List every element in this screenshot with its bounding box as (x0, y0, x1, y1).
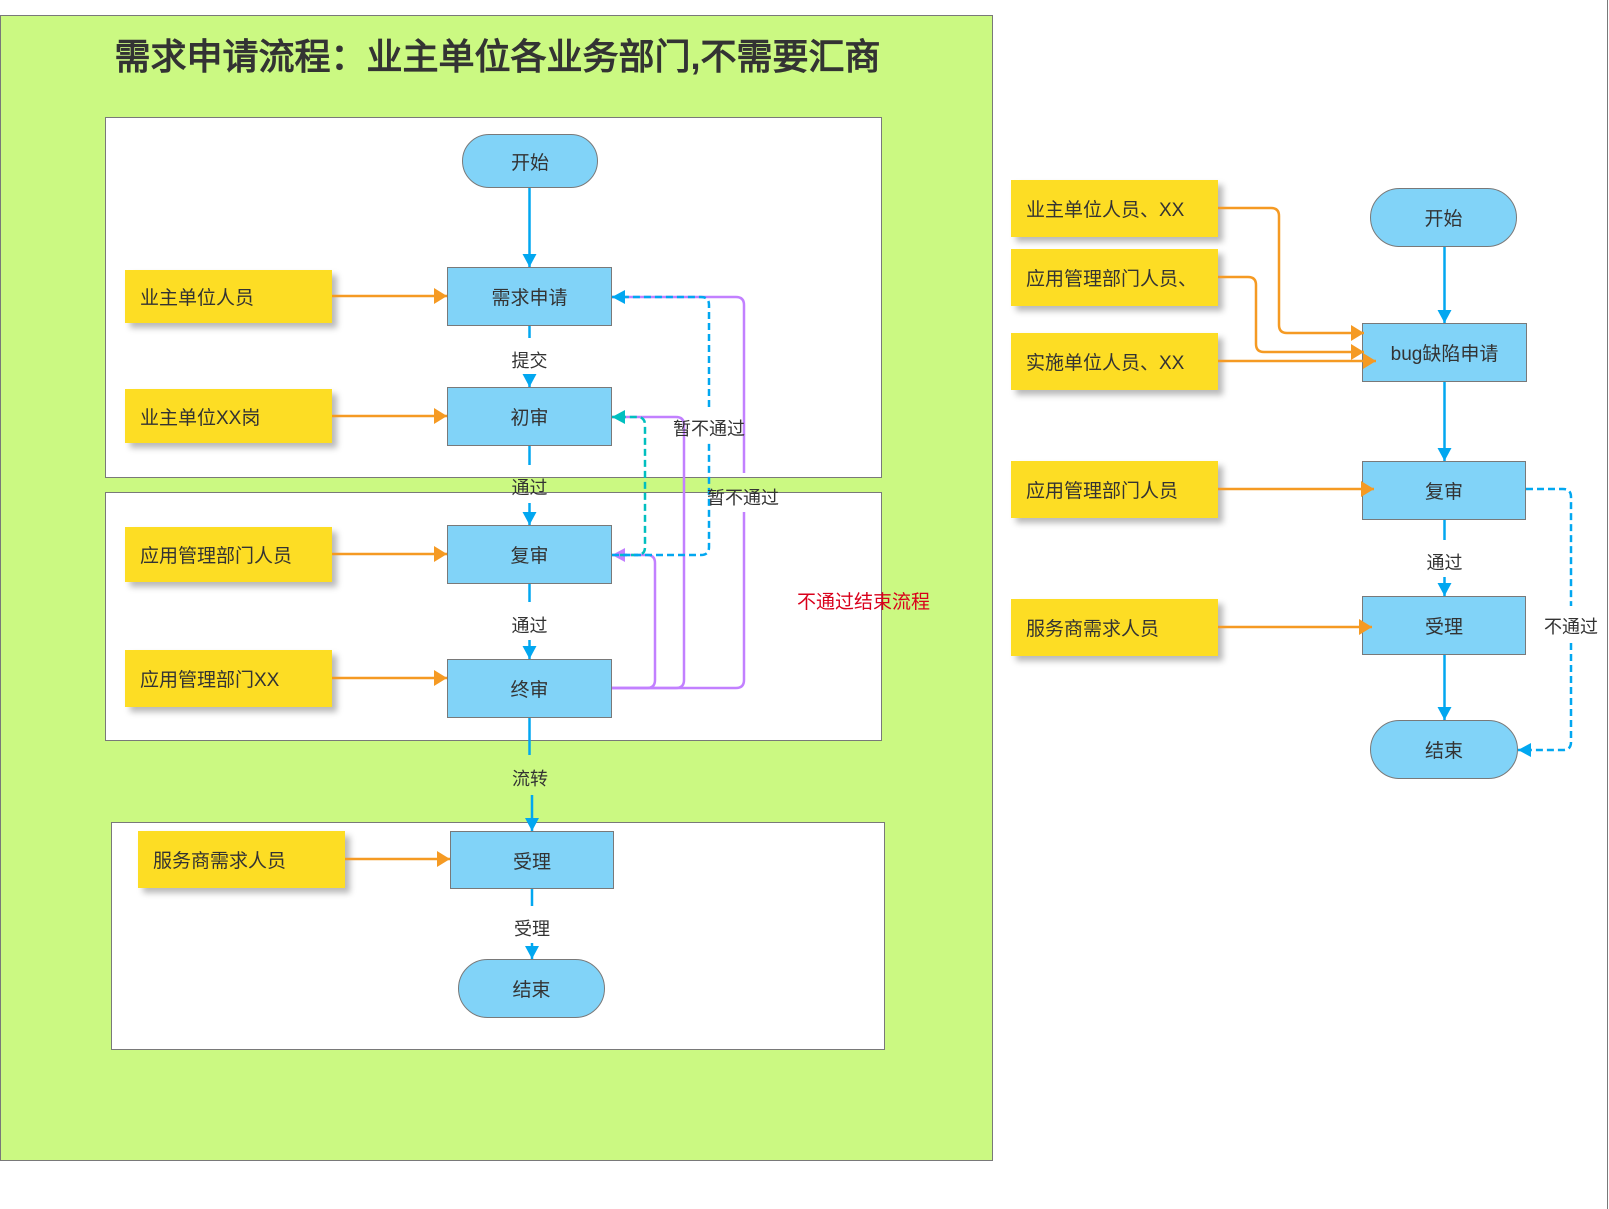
left-role-owner-staff: 业主单位人员 (125, 270, 332, 323)
left-start-node: 开始 (462, 134, 598, 188)
right-role-arrow-app-staff-multi (1218, 275, 1364, 360)
right-role-arrow-owner-staff (1218, 206, 1364, 341)
right-label-pass: 通过 (1426, 553, 1463, 573)
page-title: 需求申请流程：业主单位各业务部门,不需要汇商 (114, 36, 881, 77)
left-end-node: 结束 (458, 959, 605, 1018)
left-accept-node: 受理 (450, 831, 614, 889)
left-role-app-staff: 应用管理部门人员 (125, 527, 332, 582)
right-label-reject: 不通过 (1544, 617, 1598, 637)
right-accept-node: 受理 (1362, 596, 1526, 655)
left-label-accept: 受理 (514, 919, 550, 939)
right-edge-review-reject-a (1526, 487, 1573, 606)
right-role-owner-staff: 业主单位人员、XX (1011, 180, 1218, 237)
right-role-provider-staff: 服务商需求人员 (1011, 599, 1218, 656)
right-role-app-staff-multi: 应用管理部门人员、 (1011, 249, 1218, 306)
reject-end-note: 不通过结束流程 (797, 592, 931, 613)
right-role-implementer-staff: 实施单位人员、XX (1011, 333, 1218, 390)
left-label-hold-back-2: 暂不通过 (707, 488, 779, 508)
right-edge-review-reject-b (1518, 643, 1573, 757)
right-role-app-staff: 应用管理部门人员 (1011, 461, 1218, 518)
right-start-node: 开始 (1370, 188, 1517, 247)
left-label-pass-second: 通过 (511, 616, 548, 636)
right-review-node: 复审 (1362, 461, 1526, 520)
right-bug-apply-node: bug缺陷申请 (1362, 323, 1527, 382)
left-role-owner-post: 业主单位XX岗 (125, 389, 332, 443)
left-final-review-node: 终审 (447, 659, 612, 718)
left-label-hold-back-1: 暂不通过 (673, 419, 745, 439)
left-second-review-node: 复审 (447, 525, 612, 584)
left-role-provider-staff: 服务商需求人员 (138, 831, 345, 888)
left-label-submit: 提交 (511, 351, 548, 371)
left-apply-node: 需求申请 (447, 267, 612, 326)
left-label-pass-first: 通过 (511, 478, 548, 498)
right-end-node: 结束 (1370, 720, 1518, 779)
canvas-right-border (1607, 0, 1608, 1209)
left-first-review-node: 初审 (447, 387, 612, 446)
left-role-app-xx: 应用管理部门XX (125, 650, 332, 707)
left-label-transfer: 流转 (512, 769, 548, 789)
